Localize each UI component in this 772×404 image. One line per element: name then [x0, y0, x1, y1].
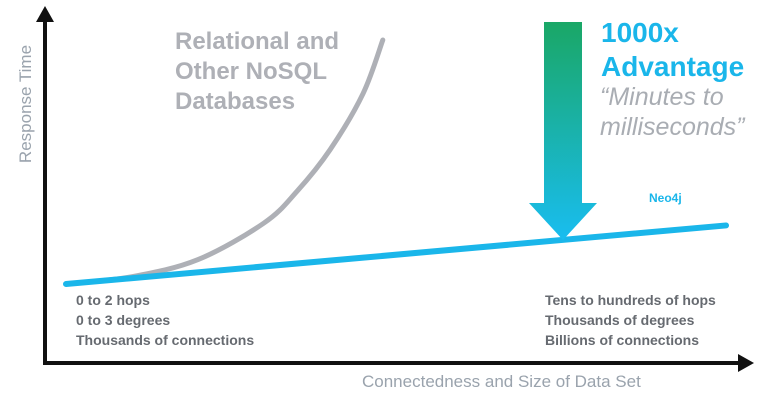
right-note: Tens to hundreds of hops Thousands of de…: [545, 290, 716, 350]
advantage-quote-line-2: milliseconds”: [600, 113, 745, 141]
series-neo4j-label: Neo4j: [649, 191, 682, 205]
right-note-line-1: Tens to hundreds of hops: [545, 292, 716, 308]
series-relational-label: Relational and Other NoSQL Databases: [175, 28, 340, 115]
advantage-title-line-2: Advantage: [601, 51, 745, 82]
advantage-quote: “Minutes to milliseconds”: [600, 82, 772, 142]
right-note-line-2: Thousands of degrees: [545, 312, 695, 328]
series-neo4j-line: [63, 222, 729, 287]
x-axis-arrowhead: [738, 354, 754, 372]
left-note-line-3: Thousands of connections: [76, 332, 255, 348]
y-axis-arrowhead: [36, 6, 54, 22]
advantage-title: 1000x Advantage: [601, 16, 772, 84]
advantage-arrow: [529, 22, 597, 240]
advantage-quote-line-1: “Minutes to: [600, 83, 724, 111]
left-note-line-2: 0 to 3 degrees: [76, 312, 171, 328]
advantage-title-line-1: 1000x: [601, 17, 679, 48]
left-note-line-1: 0 to 2 hops: [76, 292, 150, 308]
y-axis-label: Response Time: [16, 44, 35, 164]
series-layer: [63, 37, 729, 287]
left-note: 0 to 2 hops 0 to 3 degrees Thousands of …: [76, 290, 254, 350]
right-note-line-3: Billions of connections: [545, 332, 700, 348]
x-axis-label: Connectedness and Size of Data Set: [362, 372, 641, 391]
